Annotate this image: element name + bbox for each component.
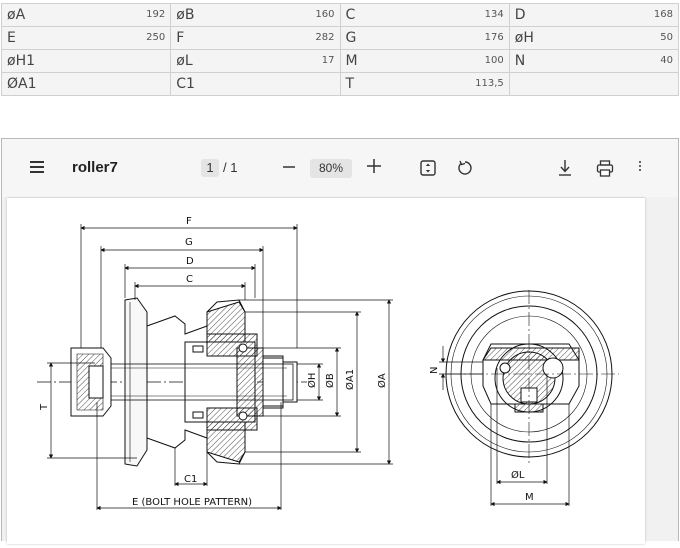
spec-value: 40 [660,55,673,66]
spec-cell: 134 C [339,3,510,27]
spec-row: 192 øA 160 øB 134 C 168 D [0,3,680,27]
spec-value: 176 [484,32,504,43]
spec-value: 160 [315,9,335,20]
label-b: ØB [324,373,336,388]
spec-cell: 250 E [0,26,172,50]
spec-label: E [7,30,16,46]
page-number-input[interactable]: 1 [201,159,219,177]
label-a: ØA [376,373,388,388]
label-l: ØL [511,469,525,481]
spec-cell: ØA1 [0,72,172,96]
zoom-in-button[interactable] [366,156,382,180]
fit-page-icon[interactable] [420,160,436,181]
spec-row: ØA1 C1 113,5 T [0,72,680,96]
pdf-page: F G D C C1 E (BOLT HOLE PATTERN) T ØH ØB… [7,198,645,544]
spec-cell: 176 G [339,26,510,50]
spec-value: 113,5 [475,78,504,89]
spec-label: øA [7,7,26,23]
label-t: T [39,403,50,411]
spec-cell: 113,5 T [339,72,510,96]
spec-label: øH1 [7,53,35,69]
spec-label: ØA1 [7,76,37,92]
label-e: E (BOLT HOLE PATTERN) [132,497,252,508]
spec-label: øL [176,53,193,69]
spec-value: 192 [146,9,166,20]
spec-label: C1 [176,76,195,92]
spec-label: C [345,7,356,23]
spec-value: 168 [653,9,673,20]
spec-value: 17 [321,55,335,66]
label-n: N [429,367,440,374]
print-icon[interactable] [596,160,614,182]
spec-label: D [514,7,526,23]
front-view [445,290,619,464]
spec-cell: 17 øL [170,49,341,73]
pdf-viewer: roller7 1 / 1 80% [1,138,679,544]
spec-label: N [514,53,526,69]
spec-row: øH1 17 øL 100 M 40 N [0,49,680,73]
side-section-view [37,297,307,467]
spec-value: 50 [660,32,673,43]
front-dimensions [439,346,570,507]
spec-cell: 50 øH [508,26,680,50]
menu-icon[interactable] [30,161,44,173]
label-d: D [186,256,194,267]
side-dimensions [47,224,393,511]
spec-cell [508,72,680,96]
spec-cell: 282 F [170,26,341,50]
spec-cell: 40 N [508,49,680,73]
more-options-icon[interactable] [639,161,641,173]
label-g: G [185,237,193,248]
spec-label: øB [176,7,195,23]
roller-drawing: F G D C C1 E (BOLT HOLE PATTERN) T ØH ØB… [37,216,619,511]
spec-value: 134 [484,9,504,20]
label-m: M [525,492,534,503]
spec-value: 282 [315,32,335,43]
document-title: roller7 [72,159,118,176]
download-icon[interactable] [557,159,573,182]
spec-value: 100 [484,55,504,66]
spec-label: M [345,53,358,69]
label-f: F [186,216,192,227]
rotate-icon[interactable] [457,160,473,181]
spec-row: 250 E 282 F 176 G 50 øH [0,26,680,50]
spec-label: T [345,76,355,92]
spec-cell: C1 [170,72,341,96]
zoom-out-button[interactable] [282,157,296,181]
spec-cell: øH1 [0,49,172,73]
spec-value: 250 [146,32,166,43]
pdf-toolbar: roller7 1 / 1 80% [2,139,678,197]
spec-cell: 192 øA [0,3,172,27]
minus-icon [283,166,295,168]
spec-label: F [176,30,185,46]
spec-label: øH [514,30,534,46]
spec-cell: 100 M [339,49,510,73]
zoom-level-input[interactable]: 80% [310,159,352,178]
page-total: / 1 [223,160,238,175]
spec-cell: 168 D [508,3,680,27]
label-c1: C1 [184,474,197,485]
label-h: ØH [306,373,318,388]
spec-label: G [345,30,357,46]
label-a1: ØA1 [344,369,356,390]
label-c: C [186,274,193,285]
plus-icon [367,159,381,173]
spec-cell: 160 øB [170,3,341,27]
